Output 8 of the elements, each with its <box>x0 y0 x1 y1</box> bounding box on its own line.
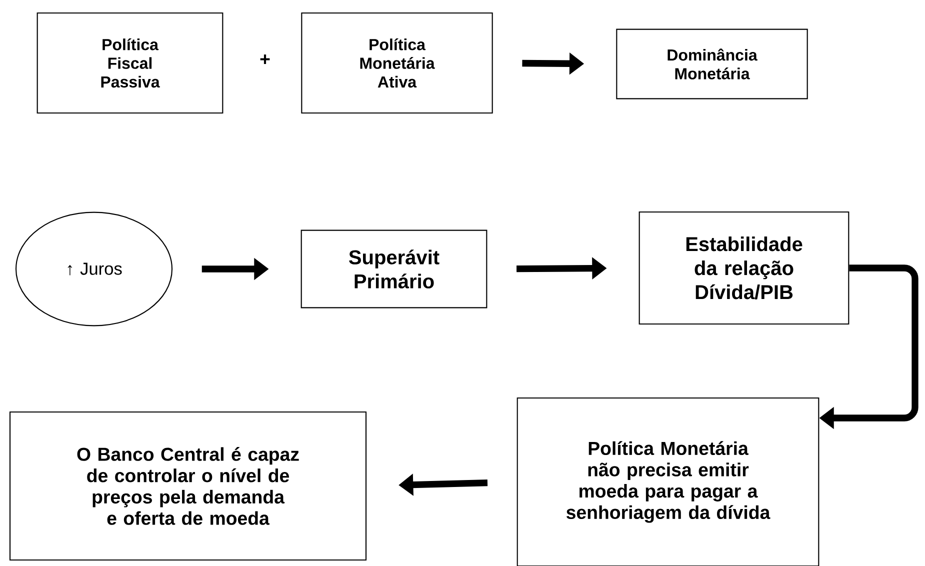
process-box: Política Fiscal Passiva <box>36 12 224 114</box>
process-box: Estabilidade da relação Dívida/PIB <box>638 211 850 325</box>
process-box: O Banco Central é capaz de controlar o nível de preços pela demanda e oferta de moeda <box>9 411 367 561</box>
process-box: Política Monetária Ativa <box>301 12 493 114</box>
process-box: Superávit Primário <box>300 230 488 308</box>
process-box: Dominância Monetária <box>616 28 808 100</box>
process-box: Política Monetária não precisa emitir moeda para pagar a senhoriagem da dívida <box>516 397 820 566</box>
plus-sign: + <box>260 54 270 64</box>
